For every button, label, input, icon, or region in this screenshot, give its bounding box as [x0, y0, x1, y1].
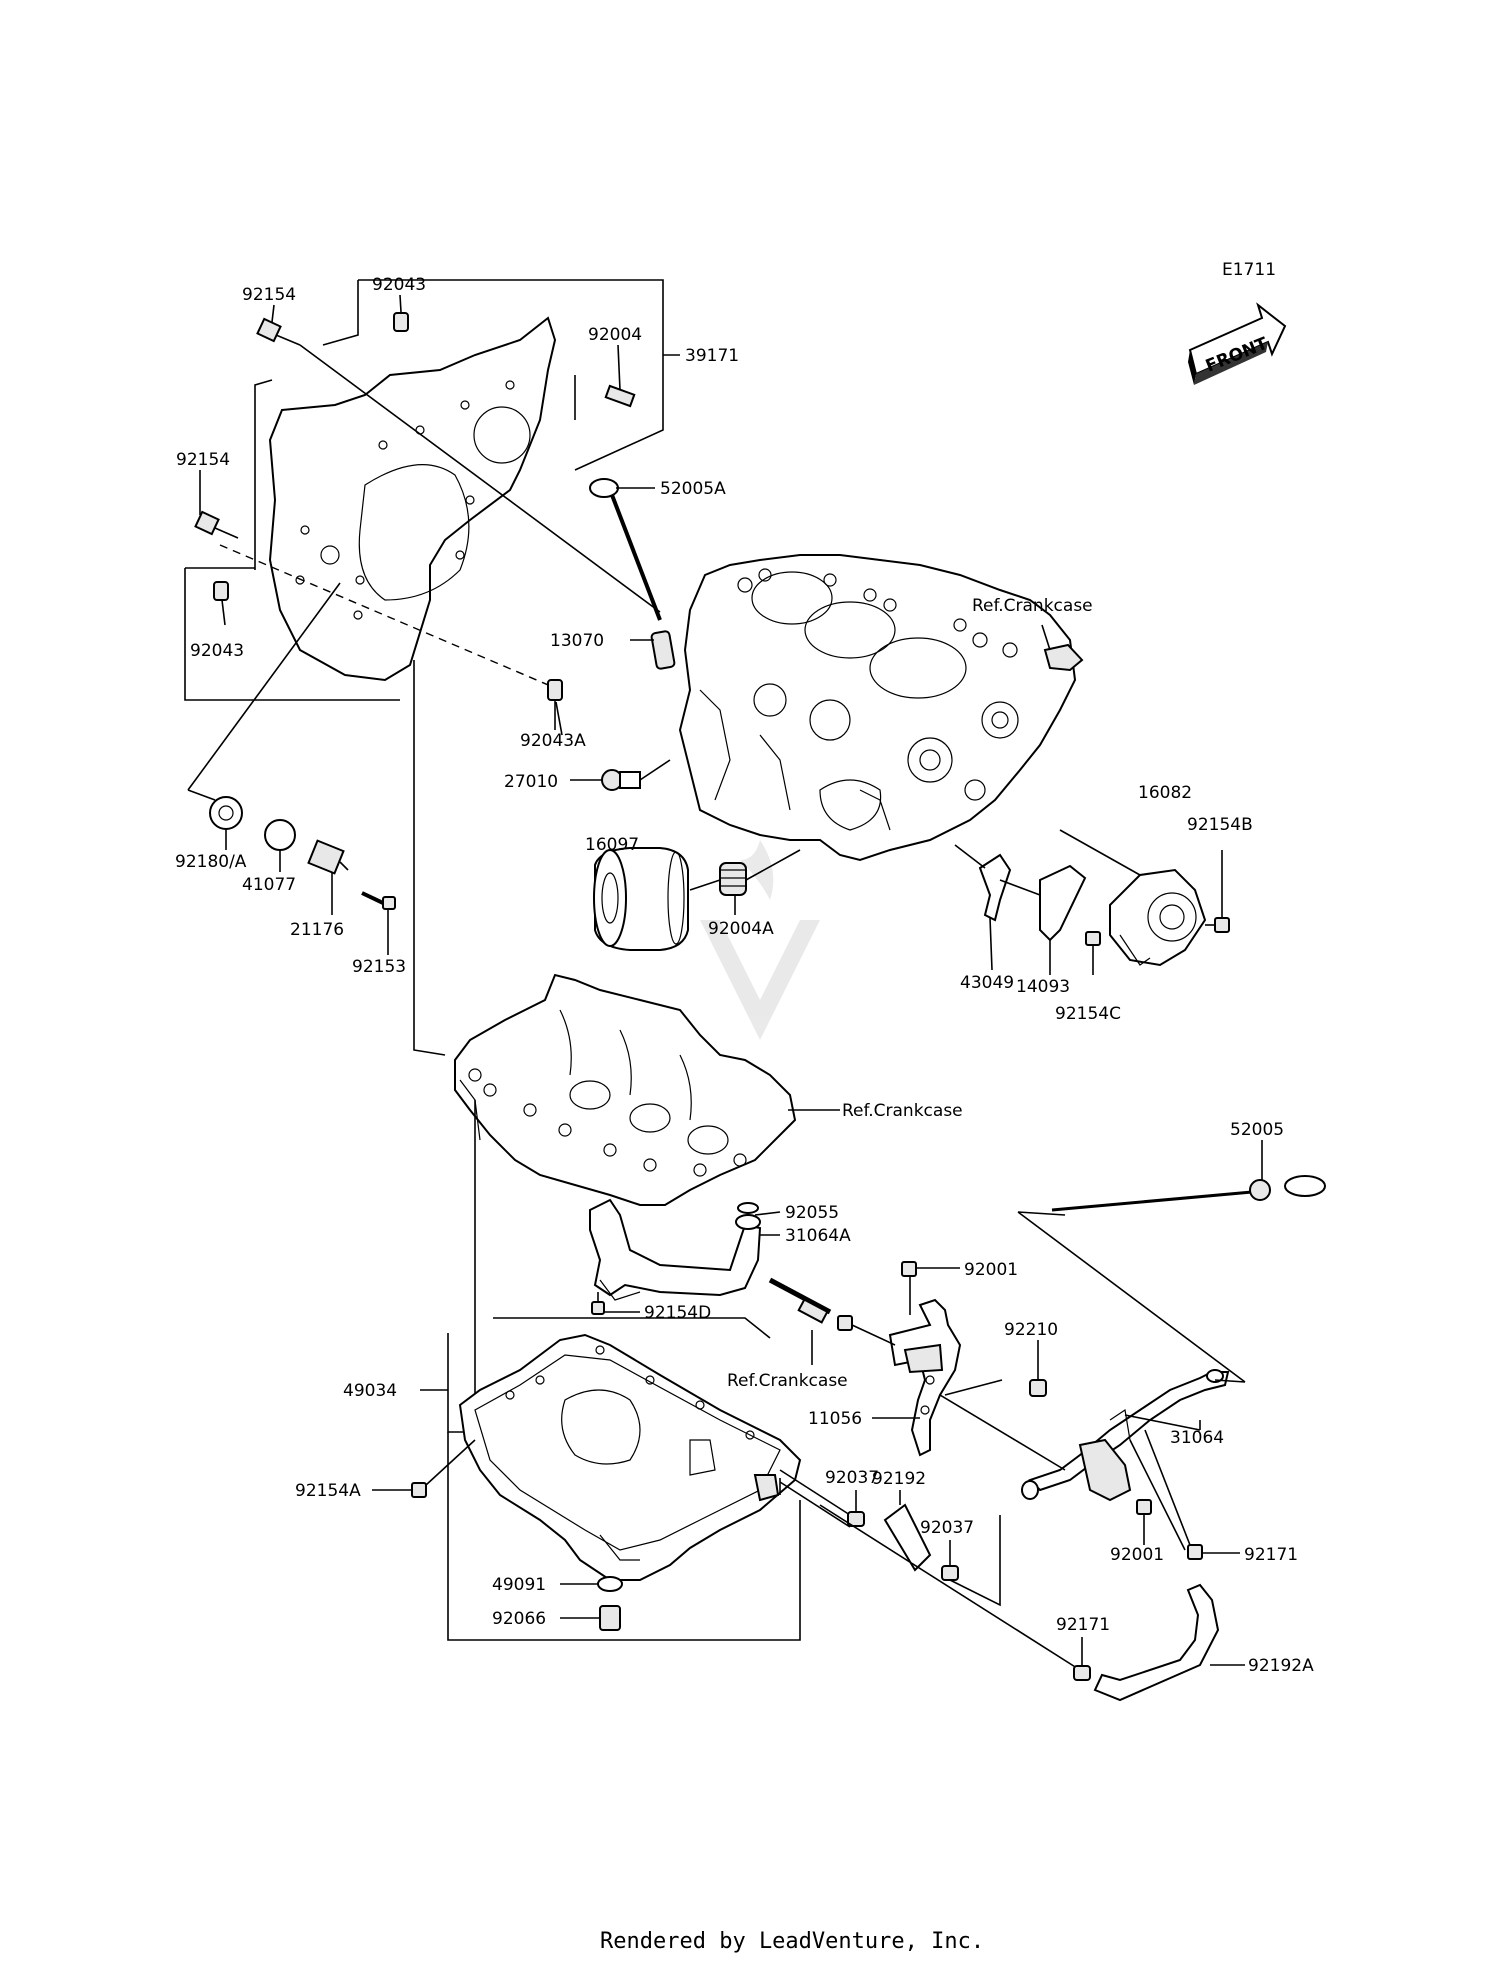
part-labels: E1711 92154 92043 92004 39171 92154 5200… [175, 260, 1314, 1676]
label-11056: 11056 [808, 1409, 862, 1429]
label-39171: 39171 [685, 346, 739, 366]
label-92154: 92154 [242, 285, 296, 305]
bolt-icon [591, 1292, 640, 1315]
dipstick-tube-seal-icon [630, 630, 676, 670]
label-27010: 27010 [504, 772, 558, 792]
cover-plate-group [184, 279, 680, 1056]
label-31064: 31064 [1170, 1428, 1224, 1448]
stud-bolt-icon [768, 1277, 896, 1365]
oil-pan-icon [458, 1333, 802, 1581]
label-ref-crankcase-3: Ref.Crankcase [727, 1371, 848, 1391]
label-ref-crankcase-1: Ref.Crankcase [972, 596, 1093, 616]
bolt-icon [1205, 850, 1230, 933]
label-92154a: 92154A [295, 1481, 361, 1501]
lower-crankcase-block [454, 973, 797, 1206]
label-92043a: 92043A [520, 731, 586, 751]
o-ring-icon [737, 1202, 759, 1214]
dowel-pin-icon [547, 679, 563, 701]
label-52005a: 52005A [660, 479, 726, 499]
oil-pressure-switch-icon [570, 759, 671, 791]
label-92153: 92153 [352, 957, 406, 977]
dowel-pin-icon [393, 312, 409, 332]
label-92004a: 92004A [708, 919, 774, 939]
label-92154-2: 92154 [176, 450, 230, 470]
label-92154c: 92154C [1055, 1004, 1121, 1024]
label-92154b: 92154B [1187, 815, 1253, 835]
label-92001: 92001 [964, 1260, 1018, 1280]
label-31064a: 31064A [785, 1226, 851, 1246]
oil-filter-icon [593, 847, 689, 951]
label-49034: 49034 [343, 1381, 397, 1401]
oil-level-gauge-group [187, 582, 396, 955]
nut-92001-icon [901, 1261, 960, 1277]
bolt-icon [361, 891, 396, 910]
label-92037-2: 92037 [920, 1518, 974, 1538]
label-49091: 49091 [492, 1575, 546, 1595]
label-21176: 21176 [290, 920, 344, 940]
nut-92210-icon [1029, 1340, 1047, 1397]
label-92192: 92192 [872, 1469, 926, 1489]
label-92004: 92004 [588, 325, 642, 345]
upper-crankcase-block [678, 554, 1084, 862]
stud-bolt-icon [604, 384, 636, 408]
pump-cover-14093-icon [999, 864, 1101, 975]
drain-plug-icon [560, 1605, 621, 1631]
oil-pump-icon [1059, 829, 1207, 967]
label-52005: 52005 [1230, 1120, 1284, 1140]
bolt-icon [256, 317, 301, 346]
label-16082: 16082 [1138, 783, 1192, 803]
label-92180a: 92180/A [175, 852, 247, 872]
watermark-logo [700, 840, 820, 1040]
label-92055: 92055 [785, 1203, 839, 1223]
dipstick-lower-icon [1017, 1140, 1326, 1383]
label-92043: 92043 [372, 275, 426, 295]
clamp-icon [941, 1540, 959, 1581]
label-92171: 92171 [1244, 1545, 1298, 1565]
nut-92001-icon [1136, 1499, 1152, 1545]
label-92192a: 92192A [1248, 1656, 1314, 1676]
filter-nipple-icon [689, 849, 801, 915]
clamp-icon [847, 1490, 865, 1527]
label-16097: 16097 [585, 835, 639, 855]
label-13070: 13070 [550, 631, 604, 651]
label-92001-2: 92001 [1110, 1545, 1164, 1565]
label-92066: 92066 [492, 1609, 546, 1629]
label-ref-crankcase-2: Ref.Crankcase [842, 1101, 963, 1121]
dowel-pin-icon [213, 581, 229, 601]
oil-pan-bracket [447, 1100, 801, 1641]
label-92171-2: 92171 [1056, 1615, 1110, 1635]
label-92043-2: 92043 [190, 641, 244, 661]
diagram-code: E1711 [1222, 260, 1276, 280]
clamp-icon [1187, 1544, 1240, 1560]
bolt-icon [372, 1439, 476, 1498]
breather-pipe-icon [1021, 1369, 1246, 1502]
rendered-by-footer: Rendered by LeadVenture, Inc. [600, 1929, 984, 1954]
label-92210: 92210 [1004, 1320, 1058, 1340]
hose-92192a-icon [1093, 1429, 1245, 1702]
front-direction-arrow-icon: FRONT [1188, 302, 1287, 385]
bracket-11056-icon [872, 1265, 1066, 1471]
label-41077: 41077 [242, 875, 296, 895]
label-14093: 14093 [1016, 977, 1070, 997]
label-43049: 43049 [960, 973, 1014, 993]
hose-92192-icon [779, 1469, 932, 1572]
bolt-icon [194, 510, 239, 539]
oil-strainer-pipe-icon [589, 1198, 781, 1301]
gasket-43049-icon [954, 844, 1012, 971]
label-92037: 92037 [825, 1468, 879, 1488]
drain-washer-icon [560, 1576, 623, 1592]
dipstick-upper-icon [589, 478, 662, 621]
clamp-icon [1073, 1637, 1091, 1681]
label-92154d: 92154D [644, 1303, 711, 1323]
leader-lines [199, 294, 621, 736]
